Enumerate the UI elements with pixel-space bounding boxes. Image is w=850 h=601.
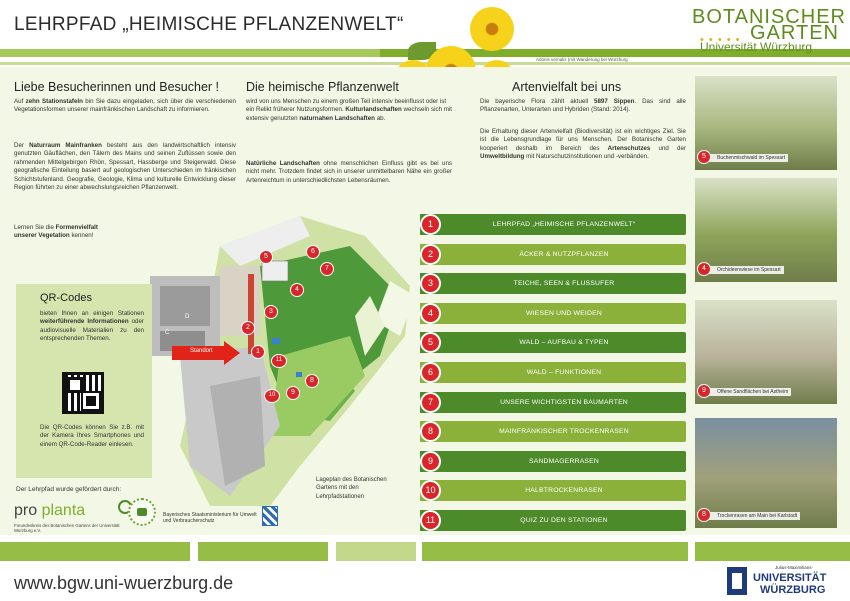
station-label: LEHRPFAD „HEIMISCHE PFLANZENWELT“ [492, 221, 636, 228]
proplanta-logo: pro planta [14, 502, 86, 519]
map-marker-5: 5 [259, 250, 273, 264]
qr-code-image[interactable] [62, 372, 104, 414]
intro-paragraph-2: Der Naturraum Mainfranken besteht aus de… [14, 142, 236, 192]
station-label: UNSERE WICHTIGSTEN BAUMARTEN [500, 398, 628, 406]
map-marker-6: 6 [306, 245, 320, 259]
plantworld-paragraph-2: Natürliche Landschaften ohne menschliche… [246, 160, 452, 184]
photo-number-badge: 9 [697, 384, 711, 398]
logo-dots: • • • • • [700, 34, 741, 46]
station-row-1: 1 LEHRPFAD „HEIMISCHE PFLANZENWELT“ [420, 214, 686, 235]
photo-caption: Trockenrasen am Main bei Karlstadt [705, 512, 801, 520]
photo-number-badge: 4 [697, 262, 711, 276]
photo-credit: Adonis vernalis (mit Wanderung bei Würzb… [536, 57, 628, 62]
station-label: MAINFRÄNKISCHER TROCKENRASEN [499, 428, 629, 436]
map-marker-11: 11 [271, 354, 287, 368]
qr-paragraph-1: bieten Ihnen an einigen Stationen weiter… [40, 310, 144, 343]
svg-text:C: C [165, 330, 170, 336]
station-row-6: 6 WALD – FUNKTIONEN [420, 362, 686, 383]
station-number-badge: 10 [420, 480, 441, 502]
intro-paragraph-1: Auf zehn Stationstafeln bin Sie dazu ein… [14, 98, 236, 114]
logo-botanischer: BOTANISCHER [692, 6, 846, 28]
station-row-2: 2 ÄCKER & NUTZPFLANZEN [420, 243, 686, 265]
map-marker-4: 4 [290, 283, 304, 297]
proplanta-subtitle: Freundeskreis des Botanischen Gartens de… [14, 523, 120, 533]
station-row-5: 5 WALD – AUFBAU & TYPEN [420, 332, 686, 354]
garden-map: D C [150, 216, 415, 506]
station-number-badge: 6 [420, 362, 441, 383]
photo-number-badge: 5 [697, 150, 711, 164]
footer-bar-5 [695, 542, 850, 561]
umwelt-seal-icon [128, 498, 156, 526]
station-label: SANDMAGERRASEN [528, 457, 600, 465]
station-label: ÄCKER & NUTZPFLANZEN [519, 250, 609, 258]
website-url[interactable]: www.bgw.uni-wuerzburg.de [14, 573, 234, 593]
station-number-badge: 2 [420, 243, 441, 265]
intro-heading: Liebe Besucherinnen und Besucher ! [14, 80, 220, 94]
station-number-badge: 9 [420, 450, 441, 472]
map-marker-3: 3 [264, 305, 278, 319]
station-label: WALD – AUFBAU & TYPEN [519, 339, 609, 347]
svg-text:D: D [185, 314, 190, 320]
map-marker-2: 2 [241, 321, 255, 335]
station-row-7: 7 UNSERE WICHTIGSTEN BAUMARTEN [420, 391, 686, 413]
map-marker-1: 1 [251, 345, 265, 359]
logo-garten: GARTEN [750, 22, 839, 44]
diversity-paragraph-2: Die Erhaltung dieser Artenvielfalt (Biod… [480, 128, 686, 161]
station-number-badge: 8 [420, 421, 441, 443]
station-number-badge: 3 [420, 273, 441, 295]
station-row-3: 3 TEICHE, SEEN & FLUSSUFER [420, 273, 686, 295]
header-bar-light [0, 49, 380, 57]
station-label: TEICHE, SEEN & FLUSSUFER [513, 280, 615, 288]
photo-caption: Offene Sandflächen bei Astheim [705, 388, 792, 396]
photo-number-badge: 8 [697, 508, 711, 522]
plantworld-paragraph-1: wird von uns Menschen zu einem großen Te… [246, 98, 452, 122]
university-logo: Julius-Maximilians- UNIVERSITÄT WÜRZBURG [727, 565, 837, 597]
station-label: QUIZ ZU DEN STATIONEN [520, 517, 608, 524]
map-marker-9: 9 [286, 386, 300, 400]
footer-bar-1 [0, 542, 190, 561]
station-row-10: 10 HALBTROCKENRASEN [420, 480, 686, 502]
qr-paragraph-2: Die QR-Codes können Sie z.B. mit der Kam… [40, 424, 144, 448]
station-number-badge: 5 [420, 332, 441, 354]
station-number-badge: 7 [420, 391, 441, 413]
map-marker-10: 10 [264, 389, 280, 403]
map-marker-7: 7 [320, 262, 334, 276]
station-number-badge: 4 [420, 302, 441, 324]
diversity-heading: Artenvielfalt bei uns [512, 80, 622, 94]
plantworld-heading: Die heimische Pflanzenwelt [246, 80, 399, 94]
station-label: WALD – FUNKTIONEN [526, 369, 602, 376]
footer-bar-2 [198, 542, 328, 561]
standort-label: Standort [190, 348, 213, 354]
station-row-11: 11 QUIZ ZU DEN STATIONEN [420, 510, 686, 531]
map-marker-8: 8 [305, 374, 319, 388]
map-caption: Lageplan des Botanischen Gartens mit den… [316, 477, 387, 500]
qr-heading: QR-Codes [40, 292, 92, 304]
photo-caption: Orchideenwiese im Spessart [705, 266, 784, 274]
station-row-9: 9 SANDMAGERRASEN [420, 450, 686, 472]
logo-university: Universität Würzburg [700, 40, 813, 54]
station-number-badge: 1 [420, 214, 441, 235]
standort-arrow: Standort [172, 341, 242, 365]
station-row-8: 8 MAINFRÄNKISCHER TROCKENRASEN [420, 421, 686, 443]
funded-by-label: Der Lehrpfad wurde gefördert durch: [16, 486, 122, 493]
station-label: WIESEN UND WEIDEN [526, 309, 602, 317]
ministry-name: Bayerisches Staatsministerium für Umwelt… [163, 512, 257, 524]
station-row-4: 4 WIESEN UND WEIDEN [420, 302, 686, 324]
station-number-badge: 11 [420, 510, 441, 531]
photo-caption: Buchenmischwald im Spessart [705, 154, 789, 162]
bavaria-crest-icon [262, 506, 278, 526]
footer-bar-3 [336, 542, 416, 561]
diversity-paragraph-1: Die bayerische Flora zählt aktuell 5897 … [480, 98, 686, 114]
footer-bar-4 [422, 542, 688, 561]
page-title: LEHRPFAD „HEIMISCHE PFLANZENWELT“ [14, 14, 404, 35]
station-label: HALBTROCKENRASEN [525, 487, 603, 495]
